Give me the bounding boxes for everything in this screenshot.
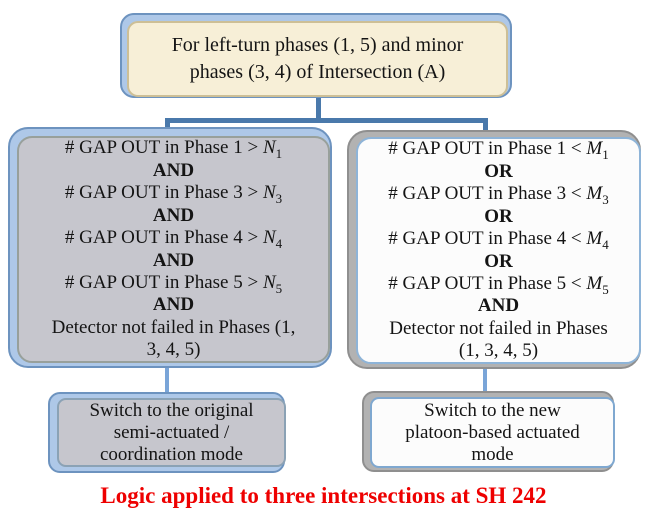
condition-text: # GAP OUT in Phase 1 < [388,138,587,160]
condition-row-phase-5: # GAP OUT in Phase 5 < M5 [388,272,609,297]
caption-text: Logic applied to three intersections at … [100,483,547,508]
right-condition-box: # GAP OUT in Phase 1 < M1 OR # GAP OUT i… [356,137,641,364]
variable-subscript: 5 [602,281,609,297]
condition-row-phase-3: # GAP OUT in Phase 3 > N3 [64,182,283,207]
action-line: mode [471,443,514,465]
connector-branch-bar [165,118,488,123]
operator-or: OR [484,160,513,182]
start-box: For left-turn phases (1, 5) and minor ph… [127,21,508,97]
variable: N [262,271,276,293]
condition-text: # GAP OUT in Phase 1 > [64,137,263,159]
variable: M [586,228,603,250]
action-line: semi-actuated / [113,421,230,443]
condition-text: # GAP OUT in Phase 4 < [388,228,587,250]
variable-subscript: 5 [275,280,283,296]
condition-row-phase-1: # GAP OUT in Phase 1 < M1 [388,138,609,163]
condition-text: # GAP OUT in Phase 4 > [64,227,263,249]
condition-row-phase-4: # GAP OUT in Phase 4 > N4 [64,227,283,251]
operator-and: AND [152,159,195,181]
detector-condition-line: Detector not failed in Phases [389,317,608,339]
right-action-box: Switch to the new platoon-based actuated… [370,397,615,468]
start-box-line: For left-turn phases (1, 5) and minor [171,34,464,56]
variable-subscript: 3 [602,192,609,208]
condition-text: # GAP OUT in Phase 5 < [388,272,587,294]
action-line: coordination mode [100,443,243,465]
connector-left-action [165,361,169,400]
variable: N [262,227,276,249]
detector-condition-line: (1, 3, 4, 5) [458,340,539,362]
connector-top-stem [316,95,321,123]
condition-row-phase-1: # GAP OUT in Phase 1 > N1 [64,137,283,162]
operator-and: AND [152,294,195,316]
operator-and: AND [152,249,195,271]
operator-and: AND [477,295,520,317]
action-line: Switch to the new [424,399,561,421]
connector-right-action [483,365,487,398]
variable: N [262,182,276,204]
operator-and: AND [152,204,195,226]
variable-subscript: 1 [275,146,283,162]
variable: M [586,138,603,160]
connector-right-stub [483,118,488,138]
condition-text: # GAP OUT in Phase 3 < [388,183,587,205]
condition-text: # GAP OUT in Phase 3 > [64,182,263,204]
start-box-line: phases (3, 4) of Intersection (A) [189,61,446,83]
action-line: platoon-based actuated [405,421,580,443]
variable: M [586,272,603,294]
variable: M [586,183,603,205]
left-condition-box: # GAP OUT in Phase 1 > N1 AND # GAP OUT … [17,136,330,363]
left-action-box: Switch to the original semi-actuated / c… [57,398,286,467]
variable: N [262,137,276,159]
action-line: Switch to the original [89,399,254,421]
variable-subscript: 4 [602,236,609,252]
detector-condition-line: 3, 4, 5) [146,339,201,361]
operator-or: OR [484,250,513,272]
condition-row-phase-4: # GAP OUT in Phase 4 < M4 [388,228,609,252]
variable-subscript: 4 [275,235,283,251]
condition-text: # GAP OUT in Phase 5 > [64,271,263,293]
detector-condition-line: Detector not failed in Phases (1, [51,316,296,338]
condition-row-phase-5: # GAP OUT in Phase 5 > N5 [64,271,283,296]
variable-subscript: 3 [275,191,283,207]
operator-or: OR [484,205,513,227]
variable-subscript: 1 [602,147,609,163]
condition-row-phase-3: # GAP OUT in Phase 3 < M3 [388,183,609,208]
